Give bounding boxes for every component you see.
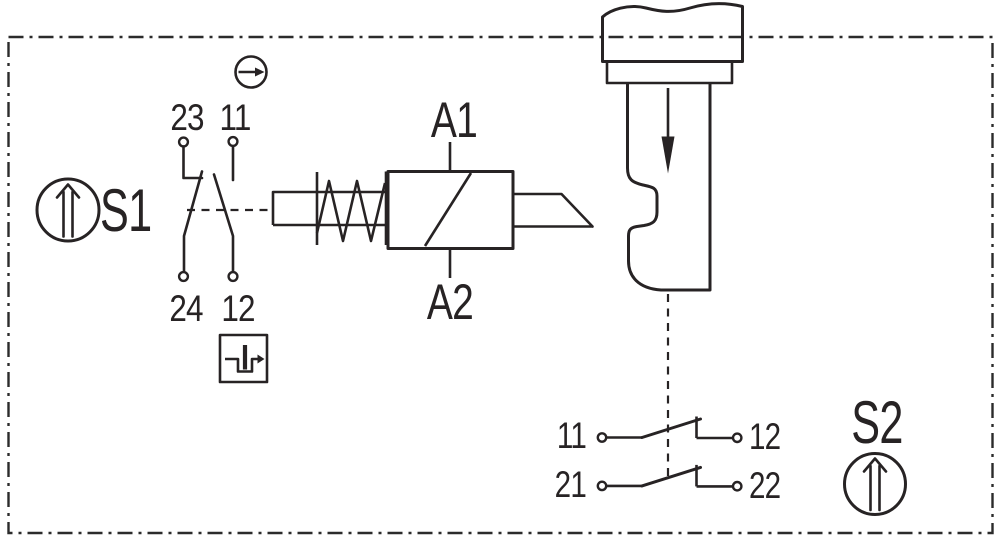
s1-switch-group: S1 23 11 24 12 — [35, 55, 272, 384]
terminal-11-circle — [227, 135, 239, 148]
terminal-22-circle — [731, 480, 743, 492]
no-contact-lever — [182, 170, 204, 273]
nc-contact-row-21-22 — [596, 464, 743, 492]
plunger-symbol-icon — [218, 333, 269, 384]
s2-actuation-up-arrow-icon — [843, 452, 907, 516]
direction-icon-arrowhead — [255, 67, 265, 77]
no-contact-fixed — [182, 145, 204, 180]
s2-switch-group: 11 12 21 22 S2 — [555, 390, 907, 516]
terminal-label-23: 23 — [170, 98, 203, 139]
solenoid-group: A1 A2 — [271, 91, 594, 330]
actuator-direction-arrowhead — [661, 136, 675, 174]
contact-label-22: 22 — [749, 466, 780, 507]
s2-icon-arrowhead — [862, 457, 888, 473]
s1-icon-circle — [35, 177, 101, 243]
nc-contact-11-12 — [212, 144, 235, 273]
return-spring-symbol — [315, 179, 387, 243]
actuator-head — [601, 2, 744, 63]
direction-icon-circle — [234, 55, 268, 89]
actuation-direction-right-arrow-icon — [234, 55, 268, 89]
terminal-12b-circle — [731, 432, 743, 444]
s1-label: S1 — [100, 178, 151, 245]
contact1-lever — [640, 417, 702, 439]
contact2-lever — [640, 465, 702, 488]
s1-icon-arrowhead — [55, 183, 81, 199]
solenoid-coil-box — [386, 170, 515, 250]
contact-label-11: 11 — [557, 416, 586, 457]
s2-label: S2 — [851, 390, 902, 457]
terminal-23-circle — [177, 136, 190, 148]
plunger-symbol-track — [225, 357, 259, 373]
no-contact-23-24 — [182, 145, 204, 273]
actuator-collar — [605, 60, 734, 85]
plunger-symbol-arrowhead — [257, 354, 265, 364]
enclosure-dashed-border — [7, 35, 994, 535]
locking-bolt — [511, 192, 594, 228]
s2-icon-circle — [843, 452, 907, 516]
contact-label-21: 21 — [555, 465, 586, 506]
coil-label-a1: A1 — [431, 91, 477, 148]
s1-actuation-up-arrow-icon — [35, 177, 101, 243]
actuator-group — [601, 2, 744, 476]
contact-label-12: 12 — [749, 417, 780, 458]
nc-contact-lever — [212, 173, 235, 273]
terminal-24-circle — [177, 270, 190, 283]
terminal-21-circle — [596, 480, 608, 492]
plunger-symbol-frame — [218, 333, 269, 384]
plunger-housing — [271, 190, 386, 227]
terminal-label-11: 11 — [220, 98, 251, 139]
terminal-label-24: 24 — [169, 289, 203, 330]
solenoid-coil-diagonal — [423, 172, 473, 247]
terminal-12-circle — [227, 270, 239, 283]
terminal-11b-circle — [596, 432, 608, 443]
coil-label-a2: A2 — [427, 273, 473, 330]
terminal-label-12: 12 — [221, 289, 254, 330]
nc-contact-row-11-12 — [596, 416, 743, 444]
actuator-shaft — [626, 83, 712, 292]
